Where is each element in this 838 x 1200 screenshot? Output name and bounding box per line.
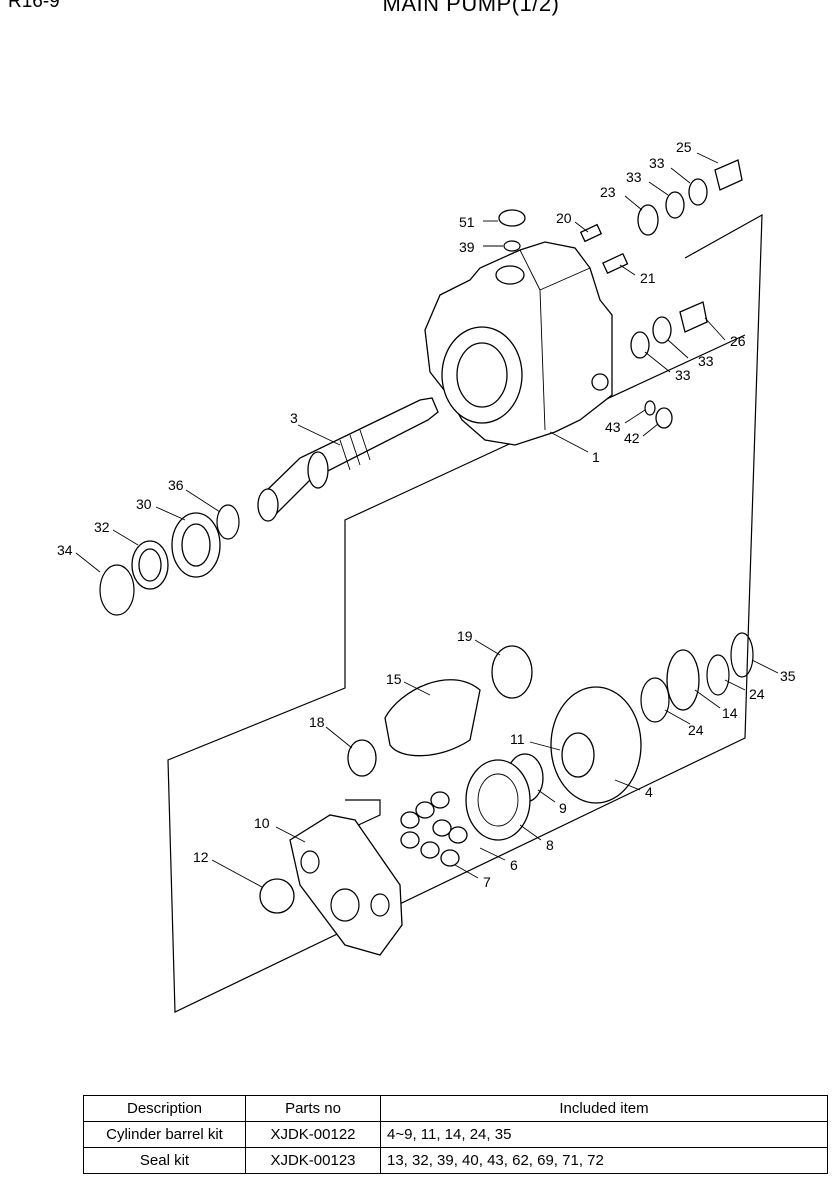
drive-shaft xyxy=(257,397,439,522)
callout-24a: 24 xyxy=(749,686,765,702)
valve-plate xyxy=(259,814,403,956)
pistons xyxy=(400,791,468,867)
callout-33b: 33 xyxy=(626,169,642,185)
callout-51: 51 xyxy=(459,214,475,230)
callout-26: 26 xyxy=(730,333,746,349)
callout-6: 6 xyxy=(510,857,518,873)
rotary-group xyxy=(347,632,754,841)
callout-20: 20 xyxy=(556,210,572,226)
callout-labels: 1 3 4 6 7 8 9 10 11 12 14 15 18 19 20 21… xyxy=(57,139,796,890)
callout-19: 19 xyxy=(457,628,473,644)
callout-34: 34 xyxy=(57,542,73,558)
kit-table-header-row: Description Parts no Included item xyxy=(83,1095,828,1122)
callout-33d: 33 xyxy=(675,367,691,383)
exploded-parts-diagram: 1 3 4 6 7 8 9 10 11 12 14 15 18 19 20 21… xyxy=(57,139,796,1013)
col-parts-no-header: Parts no xyxy=(245,1095,381,1122)
kit-description: Cylinder barrel kit xyxy=(83,1121,246,1148)
callout-35: 35 xyxy=(780,668,796,684)
col-description-header: Description xyxy=(83,1095,246,1122)
callout-15: 15 xyxy=(386,671,402,687)
callout-14: 14 xyxy=(722,705,738,721)
callout-10: 10 xyxy=(254,815,270,831)
callout-11: 11 xyxy=(510,731,525,747)
table-row: Cylinder barrel kit XJDK-00122 4~9, 11, … xyxy=(83,1121,828,1148)
callout-24b: 24 xyxy=(688,722,704,738)
callout-42: 42 xyxy=(624,430,640,446)
callout-43: 43 xyxy=(605,419,621,435)
callout-36: 36 xyxy=(168,477,184,493)
callout-32: 32 xyxy=(94,519,110,535)
kit-included-items: 4~9, 11, 14, 24, 35 xyxy=(380,1121,828,1148)
page-code: R16-9 xyxy=(8,0,60,12)
callout-18: 18 xyxy=(309,714,325,730)
callout-33c: 33 xyxy=(698,353,714,369)
callout-33a: 33 xyxy=(649,155,665,171)
callout-39: 39 xyxy=(459,239,475,255)
kit-included-items: 13, 32, 39, 40, 43, 62, 69, 71, 72 xyxy=(380,1147,828,1174)
callout-9: 9 xyxy=(559,800,567,816)
col-included-header: Included item xyxy=(380,1095,828,1122)
callout-12: 12 xyxy=(193,849,209,865)
leader-lines xyxy=(75,152,779,888)
callout-30: 30 xyxy=(136,496,152,512)
kit-parts-no: XJDK-00123 xyxy=(245,1147,381,1174)
table-row: Seal kit XJDK-00123 13, 32, 39, 40, 43, … xyxy=(83,1147,828,1174)
page-title: MAIN PUMP(1/2) xyxy=(382,0,560,16)
kit-description: Seal kit xyxy=(83,1147,246,1174)
callout-23: 23 xyxy=(600,184,616,200)
bearing-and-rings xyxy=(99,504,240,616)
callout-8: 8 xyxy=(546,837,554,853)
callout-21: 21 xyxy=(640,270,656,286)
kit-table: Description Parts no Included item Cylin… xyxy=(83,1095,828,1174)
callout-3: 3 xyxy=(290,410,298,426)
callout-7: 7 xyxy=(483,874,491,890)
small-parts-top xyxy=(498,159,743,429)
pump-housing xyxy=(424,241,613,446)
callout-4: 4 xyxy=(645,784,653,800)
kit-parts-no: XJDK-00122 xyxy=(245,1121,381,1148)
rotary-group-outline xyxy=(167,213,763,1013)
callout-1: 1 xyxy=(592,449,600,465)
callout-25: 25 xyxy=(676,139,692,155)
